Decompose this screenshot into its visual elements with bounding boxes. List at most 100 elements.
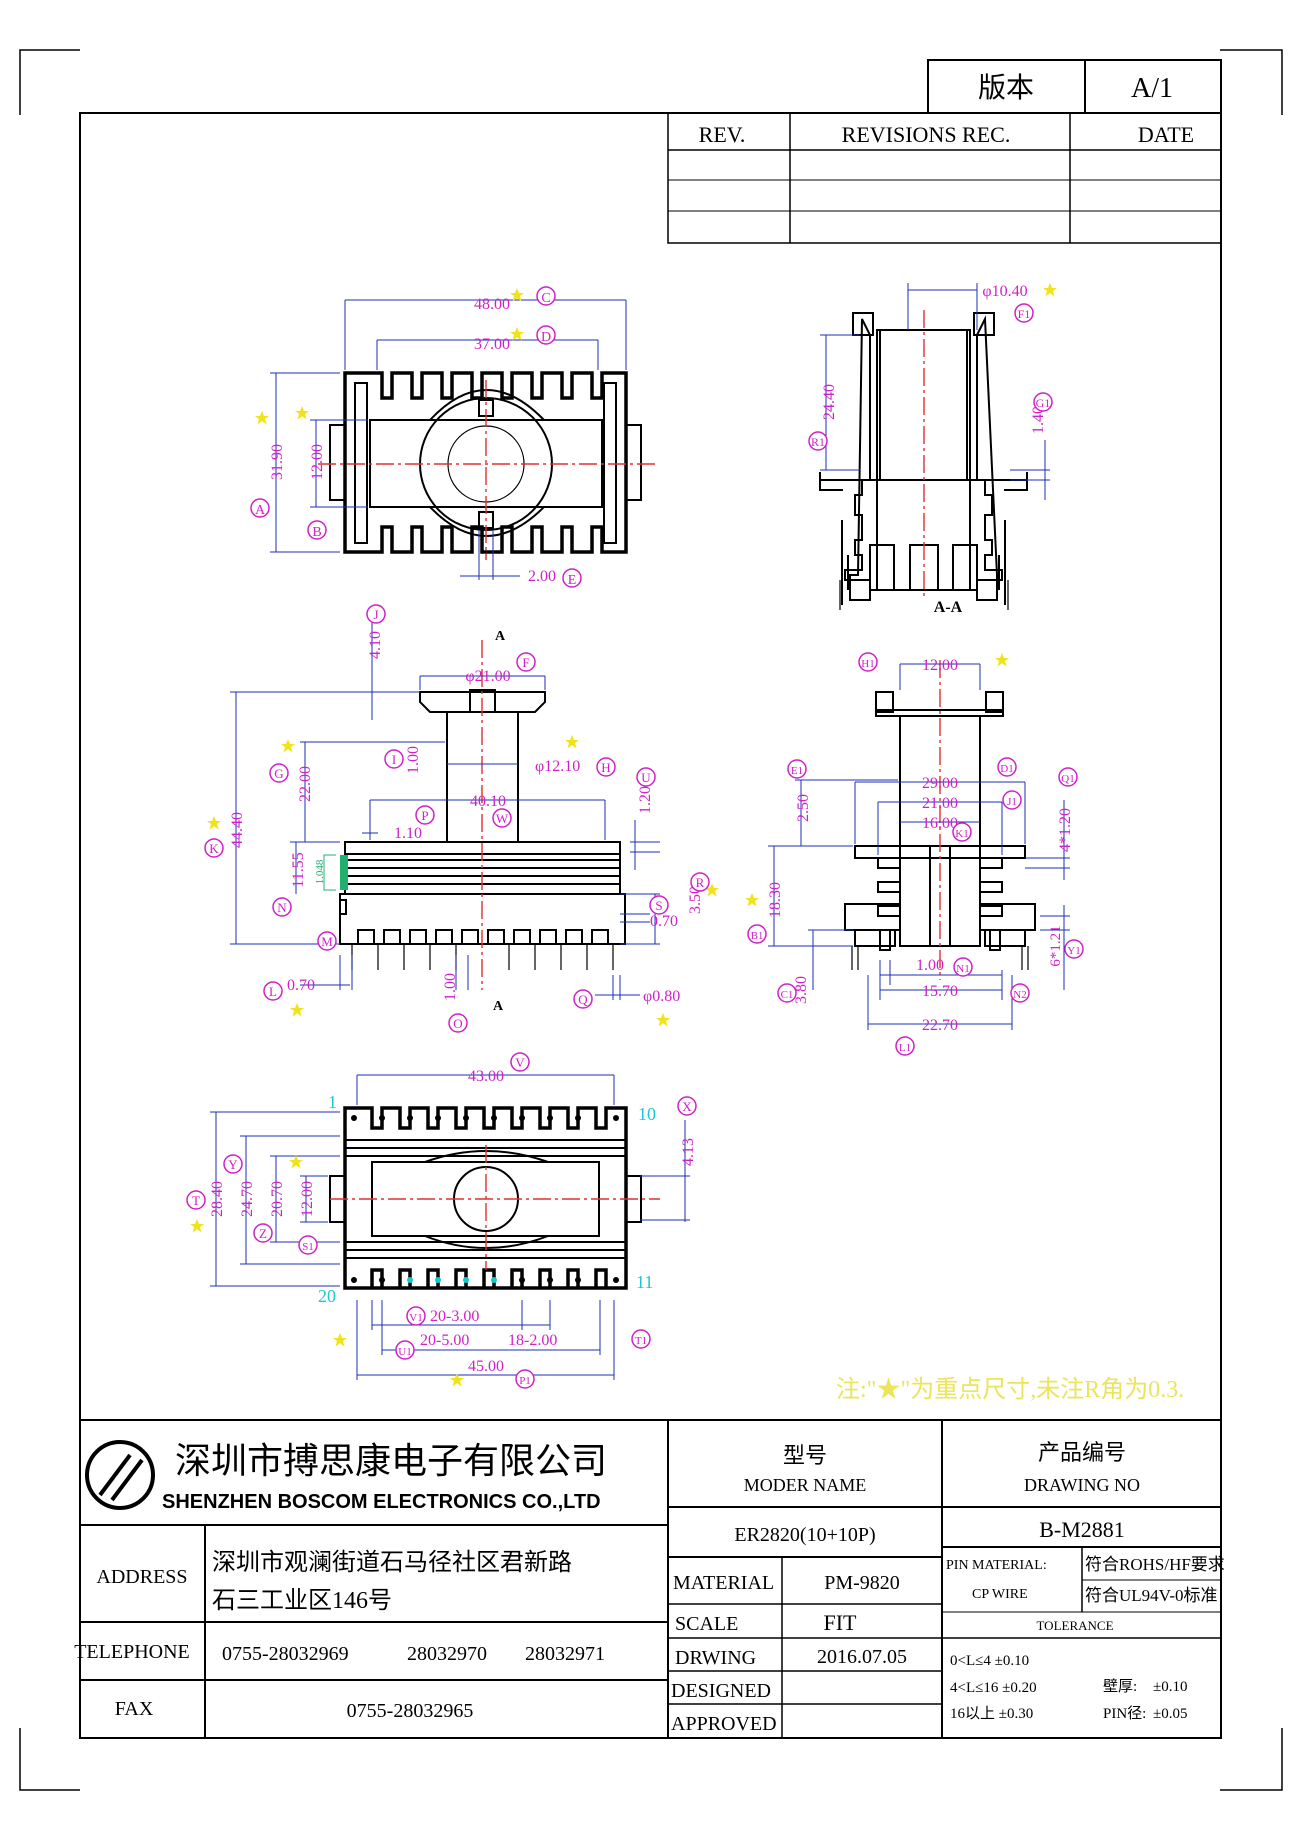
drwing-label: DRWING [675, 1647, 756, 1669]
dim-q-label: Q [578, 992, 588, 1007]
model-label-cn: 型号 [783, 1443, 827, 1468]
corner-marks [19, 49, 1283, 1791]
dim-g1-value: 1.40 [1030, 406, 1047, 434]
dim-n1-value: 1.00 [916, 957, 944, 974]
dim-a-value: 31.90 [269, 444, 286, 480]
dim-e-value: 2.00 [528, 568, 556, 585]
dim-n2-label: N2 [1013, 989, 1026, 1001]
dim-j1-value: 21.00 [922, 795, 958, 812]
dim-p-label: P [421, 808, 428, 823]
dim-y-value: 24.70 [239, 1181, 256, 1217]
dim-q1-label: Q1 [1061, 773, 1074, 785]
company-name-en: SHENZHEN BOSCOM ELECTRONICS CO.,LTD [162, 1491, 601, 1513]
bottom-pins-bottom [351, 1277, 619, 1283]
dim-s-label: S [655, 898, 662, 913]
pin-diameter-value: ±0.05 [1153, 1706, 1187, 1722]
scale-value: FIT [824, 1610, 858, 1635]
dim-r1-label: R1 [811, 435, 825, 449]
dim-c-value: 48.00 [474, 296, 510, 313]
dim-s1-value: 12.00 [299, 1181, 316, 1217]
dim-u1-label: U1 [398, 1346, 411, 1358]
fax-label: FAX [115, 1698, 154, 1720]
dim-n-value: 11.55 [290, 852, 307, 887]
dim-q-value: φ0.80 [643, 988, 680, 1005]
front-view: 4.10 φ21.00 1.00 22.00 φ12.10 1.20 44.40… [204, 604, 719, 1033]
dim-t-label: T [192, 1193, 200, 1208]
cp-wire-label: CP WIRE [972, 1587, 1028, 1602]
dim-w-label: W [496, 811, 509, 826]
version-value: A/1 [1131, 73, 1173, 104]
telephone-1: 0755-28032969 [222, 1643, 349, 1665]
tolerance-2: 4<L≤16 ±0.20 [950, 1680, 1037, 1696]
dim-d-label: D [541, 330, 551, 345]
pin-number-20: 20 [318, 1286, 336, 1306]
date-header: DATE [1138, 122, 1194, 147]
dim-b1-label: B1 [751, 930, 764, 942]
telephone-label: TELEPHONE [74, 1641, 190, 1663]
dim-d-value: 37.00 [474, 336, 510, 353]
front-pins-group [357, 929, 609, 945]
ul-text: 符合UL94V-0标准 [1085, 1586, 1218, 1605]
dim-r1-value: 24.40 [821, 384, 838, 420]
bottom-pins-top [351, 1115, 619, 1121]
top-view: 48.00 37.00 31.90 12.00 2.00 C D A B E [250, 286, 655, 588]
dim-w-value: 40.10 [470, 793, 506, 810]
dim-k-label: K [209, 841, 219, 856]
material-label: MATERIAL [673, 1572, 774, 1594]
drawing-date: 2016.07.05 [817, 1646, 907, 1668]
dim-f1-value: φ10.40 [982, 283, 1027, 300]
dim-f1-label: F1 [1018, 307, 1031, 321]
dim-t-value: 28.40 [209, 1181, 226, 1217]
approved-label: APPROVED [671, 1713, 777, 1735]
address-line-1: 深圳市观澜街道石马径社区君新路 [212, 1549, 572, 1576]
side-view: 12.00 2.50 29.00 4*1.20 21.00 16.00 18.3… [745, 652, 1084, 1056]
dim-u-value: 1.20 [637, 786, 654, 814]
dim-r-label: R [696, 875, 705, 890]
section-title: A-A [934, 599, 963, 616]
dim-e1-value: 2.50 [795, 794, 812, 822]
rev-header: REV. [699, 122, 746, 147]
dim-n1-label: N1 [956, 963, 969, 975]
key-dimension-note: 注:"★"为重点尺寸,未注R角为0.3. [836, 1376, 1184, 1403]
dim-l1-label: L1 [899, 1042, 911, 1054]
dim-h-label: H [601, 760, 610, 775]
dim-n-sub-value: 1.048 [314, 859, 326, 884]
dim-o-value: 1.00 [442, 973, 459, 1001]
section-view: φ10.40 24.40 1.40 F1 R1 G1 A-A [808, 283, 1057, 616]
dim-l-value: 0.70 [287, 977, 315, 994]
dim-b-value: 12.00 [309, 444, 326, 480]
tolerance-label: TOLERANCE [1036, 1618, 1113, 1633]
dim-e-label: E [568, 573, 577, 588]
dim-o-label: O [453, 1016, 462, 1031]
telephone-2: 28032970 [407, 1643, 487, 1665]
designed-label: DESIGNED [671, 1680, 771, 1702]
dim-p1-label: P1 [519, 1375, 531, 1387]
dim-v-value: 43.00 [468, 1068, 504, 1085]
dim-g-value: 22.00 [297, 766, 314, 802]
version-box: 版本 A/1 [927, 59, 1222, 114]
dim-t1-value: 18-2.00 [508, 1332, 557, 1349]
pin-number-11: 11 [636, 1272, 653, 1292]
dim-b-label: B [312, 525, 321, 540]
dim-c1-label: C1 [781, 989, 794, 1001]
dim-k-value: 44.40 [229, 812, 246, 848]
fax-number: 0755-28032965 [347, 1700, 474, 1722]
dim-u1-value: 20-5.00 [420, 1332, 469, 1349]
dim-c1-value: 3.80 [793, 976, 810, 1004]
dim-j-value: 4.10 [367, 631, 384, 659]
dim-n-label: N [277, 900, 287, 915]
dim-h1-label: H1 [861, 658, 874, 670]
address-line-2: 石三工业区146号 [212, 1587, 392, 1614]
wall-thickness-label: 壁厚: [1103, 1678, 1137, 1695]
dim-d1-label: D1 [1000, 763, 1013, 775]
dim-v1-value: 20-3.00 [430, 1308, 479, 1325]
dim-j-label: J [373, 607, 378, 622]
dim-v1-label: V1 [409, 1312, 422, 1324]
dim-z-label: Z [259, 1226, 267, 1241]
pin-diameter-label: PIN径: [1103, 1705, 1146, 1722]
dim-j1-label: J1 [1007, 796, 1017, 808]
dim-c-label: C [541, 291, 550, 306]
model-label-en: MODER NAME [744, 1475, 867, 1495]
section-mark-top: A [495, 629, 506, 644]
pin-material-label: PIN MATERIAL: [946, 1558, 1047, 1573]
